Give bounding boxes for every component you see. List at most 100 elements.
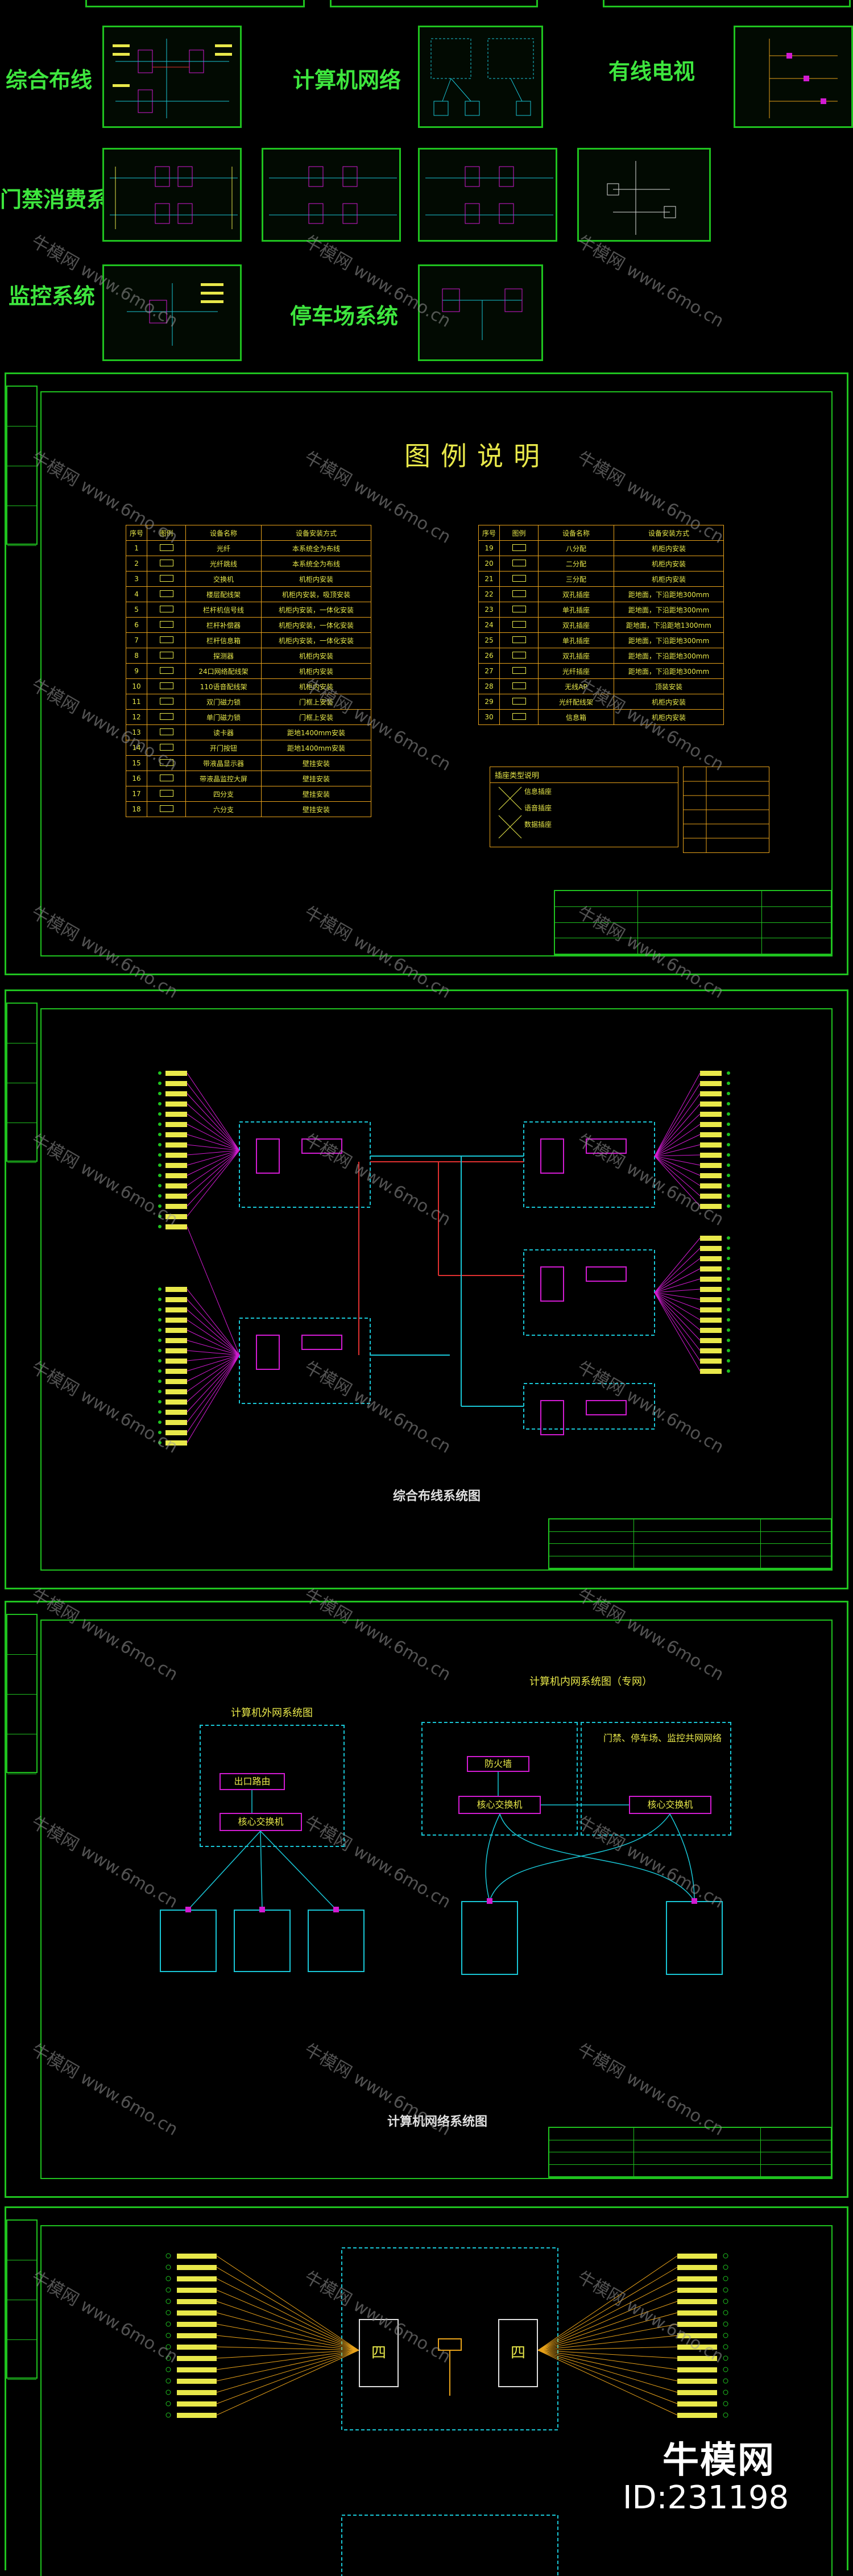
tv-outlet-label: [177, 2345, 217, 2350]
legend-header: 设备安装方式: [261, 525, 372, 541]
legend-cell: 顶装安装: [614, 678, 724, 694]
outlet-label: [700, 1112, 722, 1117]
legend-symbol-icon: [147, 724, 187, 740]
tv-cable: [216, 2350, 359, 2382]
legend-symbol-icon: [147, 663, 187, 679]
outlet-icon: [158, 1339, 162, 1342]
legend-cell: 双孔插座: [538, 617, 615, 633]
legend-cell: 距地面，下沿距地300mm: [614, 648, 724, 664]
drop-cable: [654, 1292, 701, 1320]
inner-network-title: 计算机内网系统图（专网）: [529, 1676, 652, 1688]
outlet-label: [165, 1430, 187, 1435]
tv-outlet-icon: [165, 2367, 171, 2372]
tv-outlet-label: [677, 2265, 717, 2270]
tv-outlet-icon: [723, 2287, 728, 2293]
drop-cable: [187, 1299, 240, 1356]
tv-cable: [537, 2350, 678, 2359]
drop-cable: [654, 1156, 701, 1176]
outlet-label: [165, 1204, 187, 1209]
tv-outlet-icon: [723, 2412, 728, 2418]
thumb-access-1[interactable]: [102, 148, 242, 242]
tv-cable: [216, 2255, 359, 2351]
thumb-access-4[interactable]: [577, 148, 711, 242]
tv-outlet-icon: [165, 2310, 171, 2316]
drop-cable: [654, 1292, 701, 1300]
legend-cell: 机柜内安装，一体化安装: [261, 617, 372, 633]
legend-cell: 二分配: [538, 556, 615, 571]
thumb-parking[interactable]: [418, 264, 543, 361]
legend-cell: 距地面，下沿距地1300mm: [614, 617, 724, 633]
legend-cell: 单门磁力锁: [185, 709, 262, 725]
tv-outlet-icon: [165, 2378, 171, 2384]
drop-cable: [187, 1072, 240, 1151]
thumb-access-2[interactable]: [262, 148, 401, 242]
outlet-icon: [158, 1318, 162, 1322]
outlet-icon: [727, 1133, 730, 1136]
tv-outlet-icon: [723, 2321, 728, 2327]
legend-cell: 距地面，下沿距地300mm: [614, 663, 724, 679]
legend-cell: 双孔插座: [538, 648, 615, 664]
legend-cell: 25: [478, 632, 500, 648]
tv-outlet-icon: [723, 2401, 728, 2407]
tv-outlet-label: [677, 2310, 717, 2316]
tv-outlet-label: [177, 2288, 217, 2293]
socket-note-1: 信息插座: [524, 788, 552, 796]
thumb-monitor[interactable]: [102, 264, 242, 361]
outlet-icon: [158, 1102, 162, 1105]
thumb-cable-tv[interactable]: [734, 26, 853, 128]
outlet-icon: [158, 1298, 162, 1301]
drop-cable: [654, 1113, 701, 1157]
tv-outlet-icon: [723, 2355, 728, 2361]
legend-cell: 8: [125, 648, 148, 664]
tv-outlet-label: [177, 2276, 217, 2281]
legend-cell: 读卡器: [185, 724, 262, 740]
outlet-icon: [158, 1369, 162, 1373]
tv-outlet-label: [177, 2310, 217, 2316]
outlet-label: [165, 1224, 187, 1229]
outlet-label: [700, 1142, 722, 1148]
outlet-label: [165, 1163, 187, 1168]
outlet-icon: [727, 1184, 730, 1187]
outlet-icon: [727, 1123, 730, 1126]
tv-outlet-label: [677, 2345, 717, 2350]
outlet-label: [165, 1122, 187, 1127]
tv-cable: [216, 2289, 359, 2351]
drop-cable: [654, 1134, 701, 1157]
legend-symbol-icon: [499, 586, 539, 602]
outlet-label: [165, 1071, 187, 1076]
legend-cell: 栏杆机信号线: [185, 602, 262, 618]
drop-cable: [187, 1150, 240, 1186]
outlet-label: [165, 1338, 187, 1343]
tv-outlet-label: [177, 2367, 217, 2372]
tv-outlet-icon: [723, 2344, 728, 2350]
legend-symbol-icon: [147, 617, 187, 633]
legend-symbol-icon: [147, 755, 187, 771]
socket-note: 插座类型说明 信息插座 语音插座 数据插座: [490, 767, 678, 847]
outlet-label: [700, 1297, 722, 1302]
tv-cable: [537, 2346, 678, 2351]
thumb-access-3[interactable]: [418, 148, 557, 242]
legend-cell: 24口网络配线架: [185, 663, 262, 679]
legend-cell: 20: [478, 556, 500, 571]
tv-outlet-label: [177, 2379, 217, 2384]
outlet-icon: [158, 1112, 162, 1116]
tv-outlet-label: [177, 2333, 217, 2338]
legend-cell: 23: [478, 602, 500, 618]
thumb-cabling[interactable]: [102, 26, 242, 128]
outlet-label: [700, 1266, 722, 1272]
tv-cable: [537, 2350, 678, 2370]
outlet-label: [700, 1081, 722, 1086]
legend-cell: 双门磁力锁: [185, 694, 262, 710]
legend-symbol-icon: [147, 678, 187, 694]
outlet-label: [165, 1101, 187, 1107]
thumb-network[interactable]: [418, 26, 543, 128]
legend-cell: 八分配: [538, 540, 615, 556]
legend-cell: 壁挂安装: [261, 771, 372, 786]
